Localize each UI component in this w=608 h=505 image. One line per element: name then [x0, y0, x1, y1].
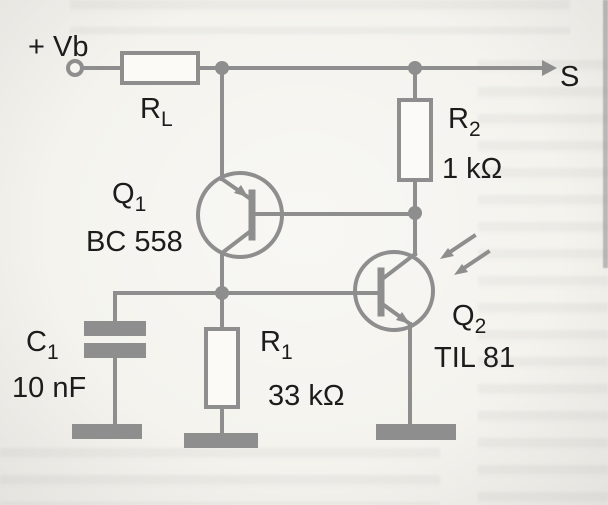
q1-part-label: BC 558	[86, 226, 183, 258]
transistor-q1-circle	[196, 171, 284, 259]
q1-ref-label: Q1	[112, 178, 146, 216]
ground-symbol-r1	[184, 433, 258, 448]
output-label: S	[560, 61, 579, 93]
capacitor-c1-plate-bottom	[84, 343, 146, 358]
junction-dot	[215, 61, 229, 75]
vb-terminal	[66, 59, 84, 77]
junction-dot	[408, 206, 422, 220]
junction-dot	[215, 286, 229, 300]
light-arrow-2-head	[454, 264, 468, 275]
transistor-q1-collector-line	[219, 227, 255, 256]
capacitor-c1	[84, 321, 146, 358]
transistor-q1-emitter-arrow-icon	[234, 185, 248, 197]
light-arrow-1-head	[440, 248, 454, 259]
rl-ref-label: RL	[140, 93, 173, 131]
resistor-r2	[397, 98, 433, 182]
transistor-q2-emitter-arrow-icon	[396, 312, 410, 324]
light-arrows-icon	[440, 233, 491, 275]
resistor-r2-body	[397, 98, 433, 182]
capacitor-c1-plate-top	[84, 321, 146, 336]
light-arrow-2-shaft	[461, 249, 491, 271]
r2-ref-label: R2	[448, 103, 481, 141]
ground-symbol-c1	[72, 424, 142, 439]
wiring	[80, 66, 545, 438]
resistor-r1	[204, 327, 240, 409]
resistor-rl	[120, 51, 200, 85]
c1-ref-label: C1	[26, 326, 59, 364]
junction-dot	[408, 61, 422, 75]
transistor-q2-collector-line	[378, 251, 418, 283]
c1-value-label: 10 nF	[12, 372, 86, 404]
light-arrow-1-shaft	[447, 233, 477, 255]
output-arrow	[542, 60, 557, 76]
supply-label: + Vb	[28, 31, 88, 63]
r1-value-label: 33 kΩ	[268, 380, 345, 412]
q2-part-label: TIL 81	[434, 342, 515, 374]
transistor-q2-circle	[353, 250, 435, 332]
resistor-rl-body	[120, 51, 200, 85]
transistor-q2-symbol	[353, 250, 435, 332]
resistor-r1-body	[204, 327, 240, 409]
r2-value-label: 1 kΩ	[442, 153, 502, 185]
r1-ref-label: R1	[260, 326, 293, 364]
q2-ref-label: Q2	[452, 300, 486, 338]
ground-symbol-q2	[376, 424, 456, 440]
transistor-q1-symbol	[196, 171, 284, 259]
